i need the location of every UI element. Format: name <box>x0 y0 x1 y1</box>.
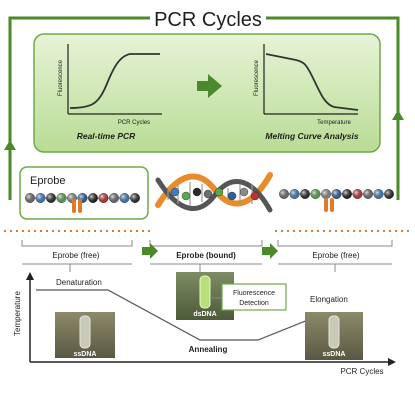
bead-highlight <box>342 189 352 199</box>
helix-beads <box>170 187 260 201</box>
bead-highlight <box>279 189 289 199</box>
pcr-tube-glow-icon <box>199 275 211 309</box>
cycle-arrow-up-left <box>4 140 16 150</box>
dye-marker-icon <box>78 199 82 213</box>
bead-highlight <box>331 189 342 199</box>
bead-highlight <box>88 193 98 203</box>
rt-curve <box>69 53 160 109</box>
bead-highlight <box>35 193 46 203</box>
stage-denaturation: Denaturation <box>56 278 102 287</box>
mc-curve <box>265 53 359 111</box>
tube-photo-left: ssDNA <box>55 312 115 358</box>
state-arrow-icon <box>142 243 158 259</box>
pcr-tube-icon <box>79 315 91 349</box>
eprobe-box-label: Eprobe <box>30 175 65 187</box>
bracket-right <box>277 240 393 247</box>
dna-helix-icon <box>155 172 273 213</box>
pcr-tube-icon <box>328 315 340 349</box>
tube-label-right: ssDNA <box>323 351 346 358</box>
y-axis-arrowhead-icon <box>26 272 34 280</box>
mc-xlabel: Temperature <box>317 120 351 126</box>
probe-state-row: Eprobe (free) Eprobe (bound) Eprobe (fre… <box>21 240 393 272</box>
bracket-center <box>149 240 263 247</box>
bead-highlight <box>384 189 394 199</box>
cycle-arrow-up-right <box>392 110 404 120</box>
probe-state-left: Eprobe (free) <box>52 251 99 260</box>
bracket-left <box>21 240 133 247</box>
tube-label-left: ssDNA <box>74 351 97 358</box>
nucleotide-bead-icon <box>170 187 180 197</box>
eprobe-box-frame <box>19 166 149 220</box>
eprobe-bead-strand-right <box>279 189 394 199</box>
x-axis-arrowhead-icon <box>388 358 396 366</box>
bead-highlight <box>130 193 140 203</box>
nucleotide-bead-icon <box>203 189 213 199</box>
dye-marker-icon <box>324 198 328 212</box>
stage-annealing: Annealing <box>189 345 228 354</box>
fluorescence-detection-box: Fluorescence Detection <box>210 283 287 311</box>
nucleotide-bead-icon <box>250 191 260 201</box>
bead-highlight <box>46 193 56 203</box>
cycle-loop: PCR Cycles <box>4 9 404 200</box>
temp-ylabel: Temperature <box>13 291 22 336</box>
state-arrow-icon <box>262 243 278 259</box>
detection-box-frame <box>221 283 287 311</box>
top-panel: Fluorescence PCR Cycles Real-time PCR Fl… <box>33 33 381 153</box>
detection-label-line1: Fluorescence <box>233 290 275 297</box>
rt-xlabel: PCR Cycles <box>118 120 150 126</box>
dye-marker-icon <box>330 198 334 212</box>
dye-marker-icon <box>72 199 76 213</box>
bead-highlight <box>56 193 67 203</box>
cycle-line-right <box>266 16 400 200</box>
temperature-profile-chart: Temperature PCR Cycles Denaturation Anne… <box>13 272 396 376</box>
bead-highlight <box>321 189 331 199</box>
stage-elongation: Elongation <box>310 295 348 304</box>
title: PCR Cycles <box>154 9 262 31</box>
mc-ylabel: Fluorescence <box>254 59 260 96</box>
bead-highlight <box>310 189 321 199</box>
eprobe-bead-strand-left <box>25 193 140 203</box>
probe-state-center: Eprobe (bound) <box>176 251 236 260</box>
transition-arrow-icon <box>197 74 222 98</box>
realtime-pcr-chart: Fluorescence PCR Cycles Real-time PCR <box>58 44 162 141</box>
bead-highlight <box>25 193 35 203</box>
probe-state-right: Eprobe (free) <box>312 251 359 260</box>
cycle-line-left <box>8 16 150 200</box>
eprobe-box: Eprobe <box>19 166 149 220</box>
rt-caption: Real-time PCR <box>77 131 136 141</box>
melting-curve-chart: Fluorescence Temperature Melting Curve A… <box>254 44 359 141</box>
bead-highlight <box>300 189 310 199</box>
bead-highlight <box>98 193 109 203</box>
bead-highlight <box>373 189 384 199</box>
detection-label-line2: Detection <box>239 300 269 307</box>
top-panel-bg <box>33 33 381 153</box>
nucleotide-bead-icon <box>192 187 202 197</box>
nucleotide-bead-icon <box>181 191 191 201</box>
bead-highlight <box>363 189 373 199</box>
rt-ylabel: Fluorescence <box>58 59 64 96</box>
bead-highlight <box>119 193 130 203</box>
mc-caption: Melting Curve Analysis <box>265 131 358 141</box>
temp-xlabel: PCR Cycles <box>340 367 383 376</box>
eprobe-free-right <box>279 189 394 212</box>
tube-label-center: dsDNA <box>193 311 216 318</box>
nucleotide-bead-icon <box>239 187 249 197</box>
bead-highlight <box>289 189 300 199</box>
nucleotide-bead-icon <box>214 187 224 197</box>
bead-highlight <box>352 189 363 199</box>
bead-highlight <box>109 193 119 203</box>
tube-photo-right: ssDNA <box>305 312 363 360</box>
nucleotide-bead-icon <box>227 191 237 201</box>
